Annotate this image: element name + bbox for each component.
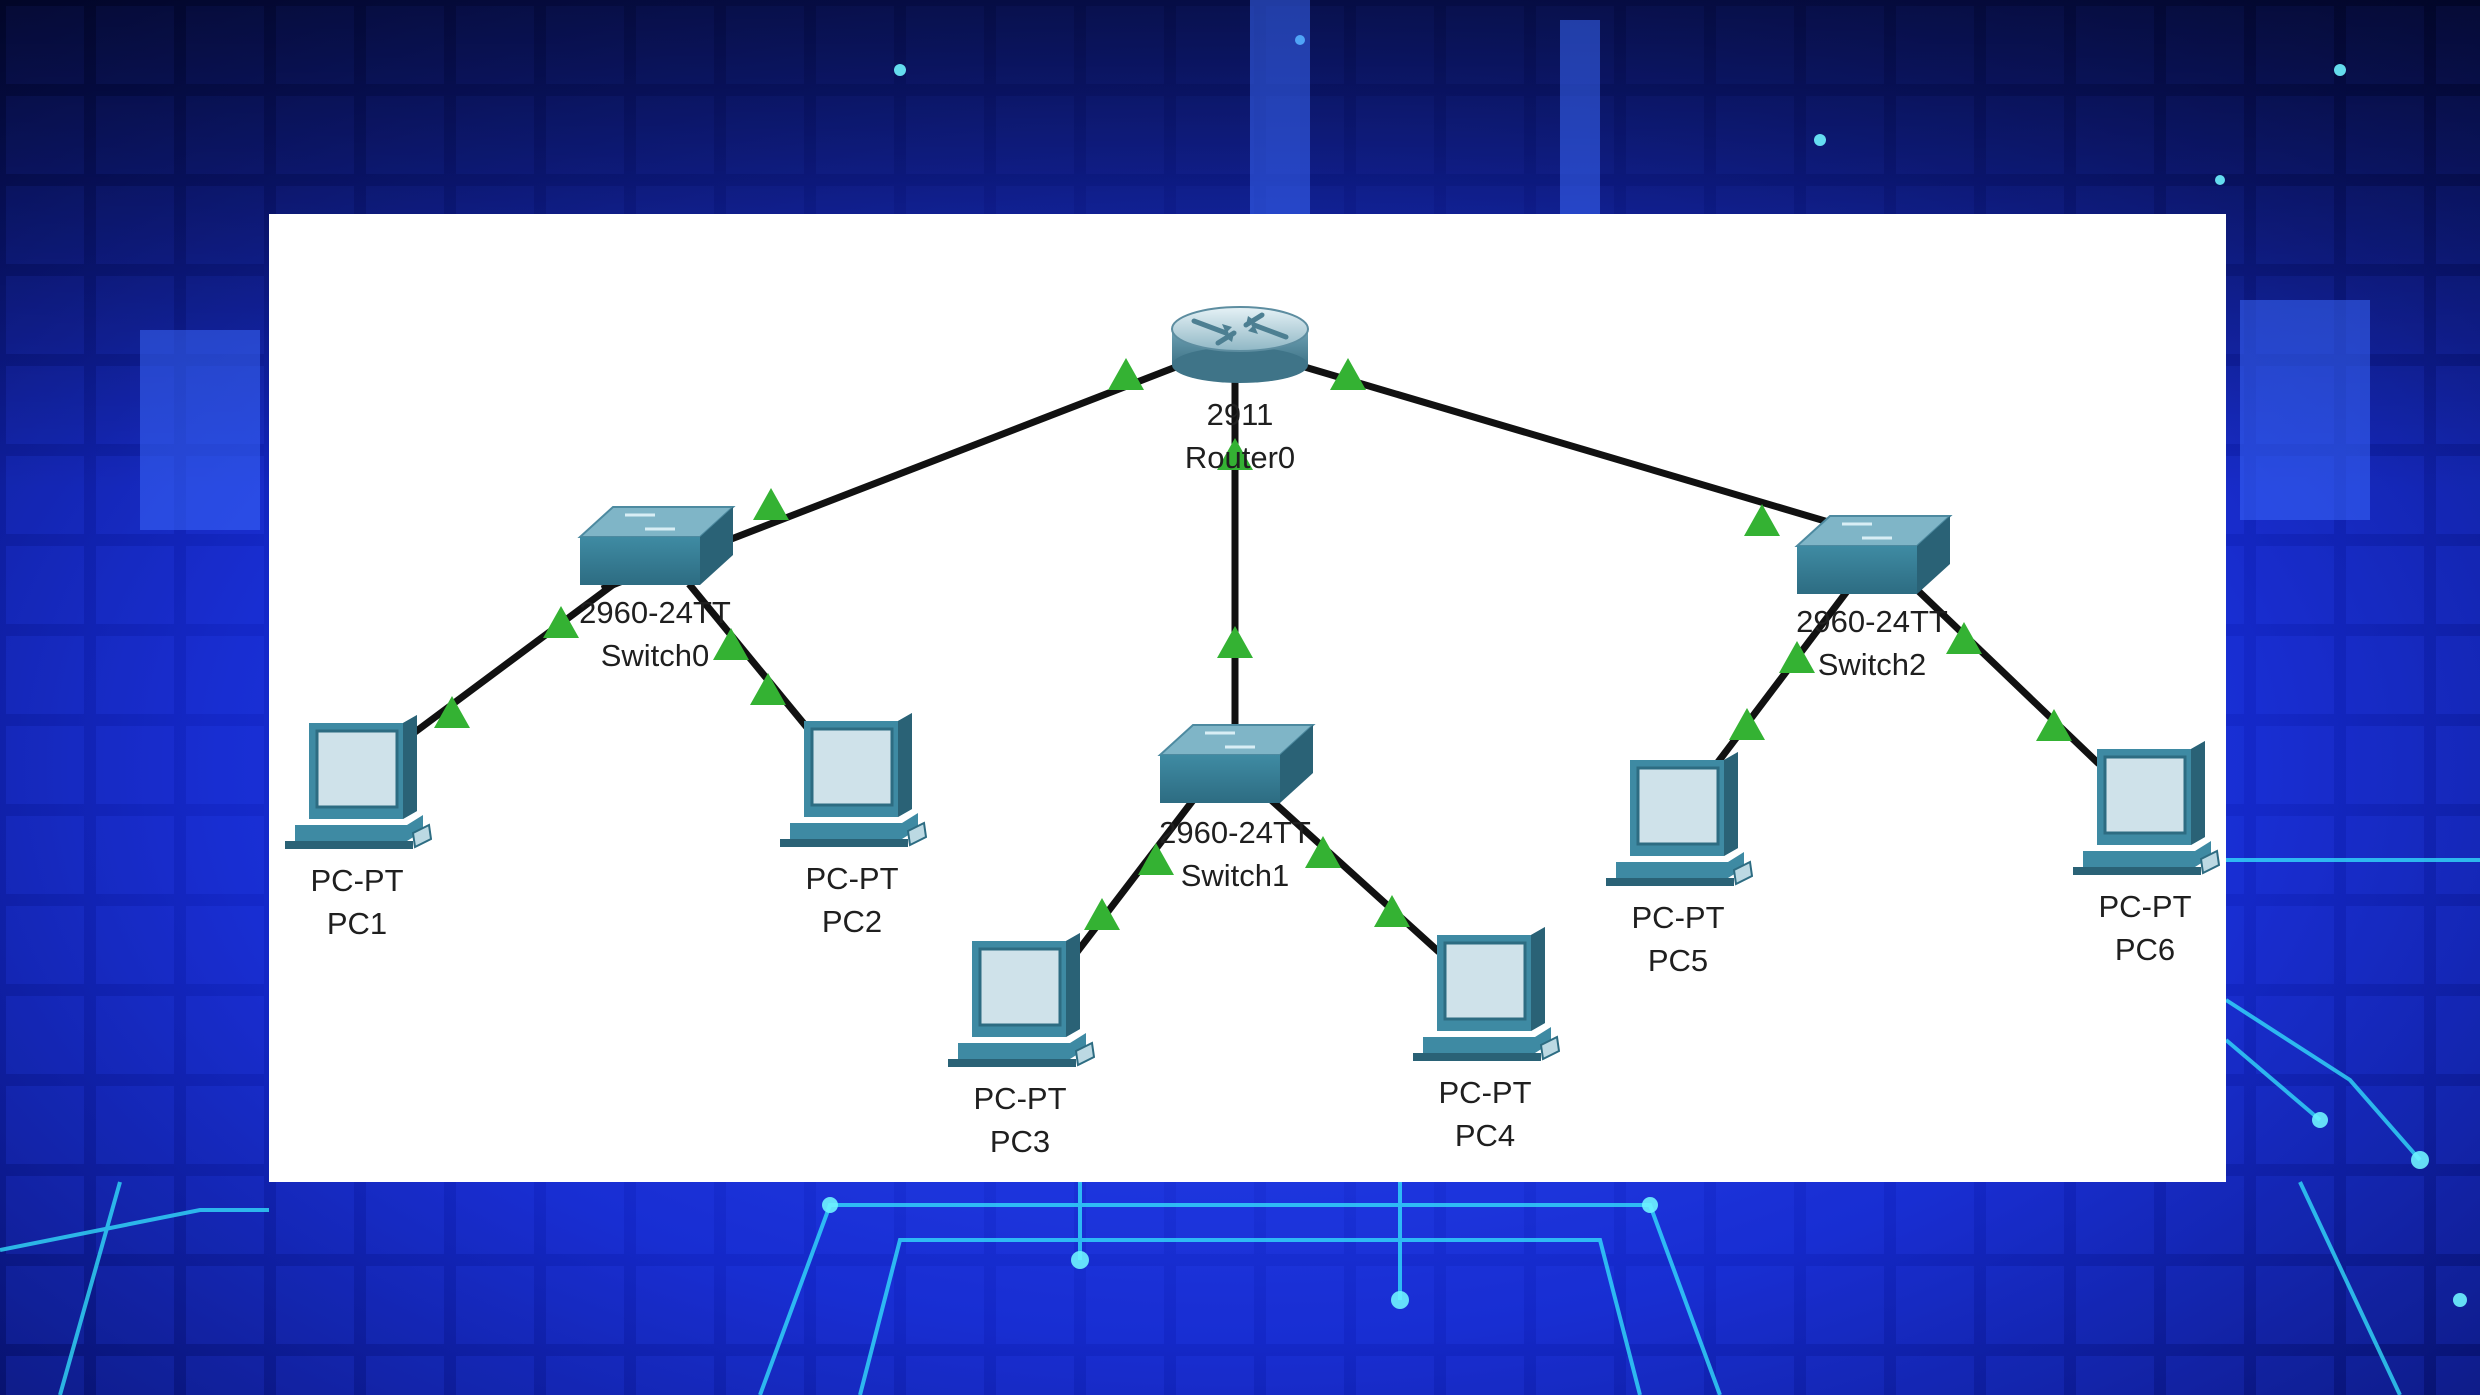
device-name-label: PC2 <box>822 904 882 939</box>
device-name-label: Switch0 <box>601 638 710 673</box>
device-name-label: Switch1 <box>1181 858 1290 893</box>
link-switch0-pc2[interactable] <box>686 581 817 739</box>
device-pc1[interactable]: PC-PT PC1 <box>283 713 432 941</box>
device-name-label: PC6 <box>2115 932 2175 967</box>
device-pc3[interactable]: PC-PT PC3 <box>946 931 1095 1159</box>
device-pc2[interactable]: PC-PT PC2 <box>778 711 927 939</box>
device-switch0[interactable]: 2960-24TT Switch0 <box>578 505 735 673</box>
device-name-label: PC4 <box>1455 1118 1515 1153</box>
link-router0-switch1[interactable] <box>1217 364 1253 734</box>
device-model-label: 2960-24TT <box>579 595 731 630</box>
device-name-label: PC3 <box>990 1124 1050 1159</box>
link-router0-switch2[interactable] <box>1280 356 1870 538</box>
device-switch1[interactable]: 2960-24TT Switch1 <box>1158 723 1315 893</box>
device-name-label: PC5 <box>1648 943 1708 978</box>
link-switch0-pc1[interactable] <box>396 581 617 747</box>
link-cable[interactable] <box>1267 796 1442 955</box>
link-status-up-icon <box>2036 709 2072 741</box>
pc-icon[interactable] <box>283 713 432 851</box>
device-pc6[interactable]: PC-PT PC6 <box>2071 739 2220 967</box>
device-model-label: 2960-24TT <box>1796 604 1948 639</box>
device-model-label: 2960-24TT <box>1159 815 1311 850</box>
link-status-up-icon <box>1108 358 1144 390</box>
device-name-label: Router0 <box>1185 440 1295 475</box>
device-name-label: PC1 <box>327 906 387 941</box>
link-switch1-pc3[interactable] <box>1071 796 1197 959</box>
switch-icon[interactable] <box>578 505 735 587</box>
link-status-up-icon <box>753 488 789 520</box>
device-model-label: PC-PT <box>311 863 404 898</box>
link-status-up-icon <box>713 628 749 660</box>
device-switch2[interactable]: 2960-24TT Switch2 <box>1795 514 1952 682</box>
link-switch2-pc5[interactable] <box>1706 579 1857 777</box>
device-model-label: PC-PT <box>806 861 899 896</box>
link-cable[interactable] <box>1280 356 1870 538</box>
device-pc5[interactable]: PC-PT PC5 <box>1604 750 1753 978</box>
link-status-up-icon <box>750 673 786 705</box>
pc-icon[interactable] <box>946 931 1095 1069</box>
device-pc4[interactable]: PC-PT PC4 <box>1411 925 1560 1153</box>
pc-icon[interactable] <box>778 711 927 849</box>
device-model-label: PC-PT <box>974 1081 1067 1116</box>
pc-icon[interactable] <box>1604 750 1753 888</box>
link-switch2-pc6[interactable] <box>1906 579 2102 767</box>
switch-icon[interactable] <box>1795 514 1952 596</box>
link-cable[interactable] <box>686 581 817 739</box>
device-name-label: Switch2 <box>1818 647 1927 682</box>
link-status-up-icon <box>1217 626 1253 658</box>
router-icon[interactable] <box>1172 307 1308 383</box>
device-model-label: PC-PT <box>1632 900 1725 935</box>
link-cable[interactable] <box>1706 579 1857 777</box>
device-model-label: 2911 <box>1207 397 1274 432</box>
device-model-label: PC-PT <box>2099 889 2192 924</box>
switch-icon[interactable] <box>1158 723 1315 805</box>
device-model-label: PC-PT <box>1439 1075 1532 1110</box>
link-cable[interactable] <box>396 581 617 747</box>
link-switch1-pc4[interactable] <box>1267 796 1442 955</box>
